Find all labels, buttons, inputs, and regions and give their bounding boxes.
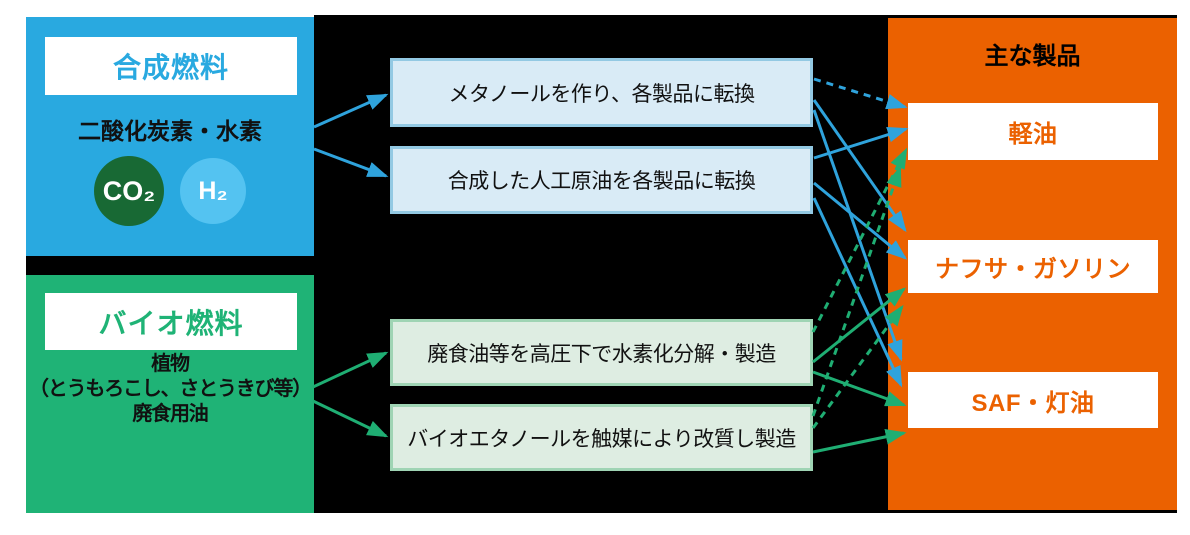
process-label-hefa: 廃食油等を高圧下で水素化分解・製造 bbox=[427, 342, 776, 366]
product-box-diesel: 軽油 bbox=[908, 103, 1158, 160]
h2-badge: H₂ bbox=[180, 158, 246, 224]
products-panel-title: 主な製品 bbox=[984, 43, 1081, 70]
biofuel-title: バイオ燃料 bbox=[98, 307, 244, 339]
bio-feedstock-label: 植物 （とうもろこし、さとうきび等） 廃食用油 bbox=[26, 352, 314, 427]
h2-label: H₂ bbox=[198, 176, 228, 205]
product-label-naphtha-gasoline: ナフサ・ガソリン bbox=[935, 256, 1131, 283]
bio-feedstock-line-1: 植物 bbox=[151, 353, 190, 375]
process-box-methanol: メタノールを作り、各製品に転換 bbox=[390, 58, 813, 127]
product-label-diesel: 軽油 bbox=[1008, 121, 1058, 148]
synthetic-fuel-title: 合成燃料 bbox=[112, 52, 229, 83]
process-box-synthetic-crude: 合成した人工原油を各製品に転換 bbox=[390, 146, 813, 214]
synthetic-fuel-title-plate: 合成燃料 bbox=[45, 37, 297, 95]
biofuel-title-plate: バイオ燃料 bbox=[45, 293, 297, 350]
co2-badge: CO₂ bbox=[94, 156, 164, 226]
synthetic-feedstock-label: 二酸化炭素・水素 bbox=[78, 118, 262, 144]
product-label-saf-kerosene: SAF・灯油 bbox=[971, 389, 1095, 417]
bio-feedstock-line-2: （とうもろこし、さとうきび等） bbox=[29, 378, 312, 400]
diagram-background-gap bbox=[26, 256, 314, 275]
bio-feedstock-line-3: 廃食用油 bbox=[132, 403, 208, 425]
process-label-synthetic-crude: 合成した人工原油を各製品に転換 bbox=[447, 170, 756, 193]
process-label-methanol: メタノールを作り、各製品に転換 bbox=[448, 82, 755, 106]
product-box-saf-kerosene: SAF・灯油 bbox=[908, 372, 1158, 428]
process-box-atj: バイオエタノールを触媒により改質し製造 bbox=[390, 404, 813, 471]
process-label-atj: バイオエタノールを触媒により改質し製造 bbox=[407, 427, 796, 451]
product-box-naphtha-gasoline: ナフサ・ガソリン bbox=[908, 240, 1158, 293]
co2-label: CO₂ bbox=[102, 175, 156, 206]
process-box-hefa: 廃食油等を高圧下で水素化分解・製造 bbox=[390, 319, 813, 386]
